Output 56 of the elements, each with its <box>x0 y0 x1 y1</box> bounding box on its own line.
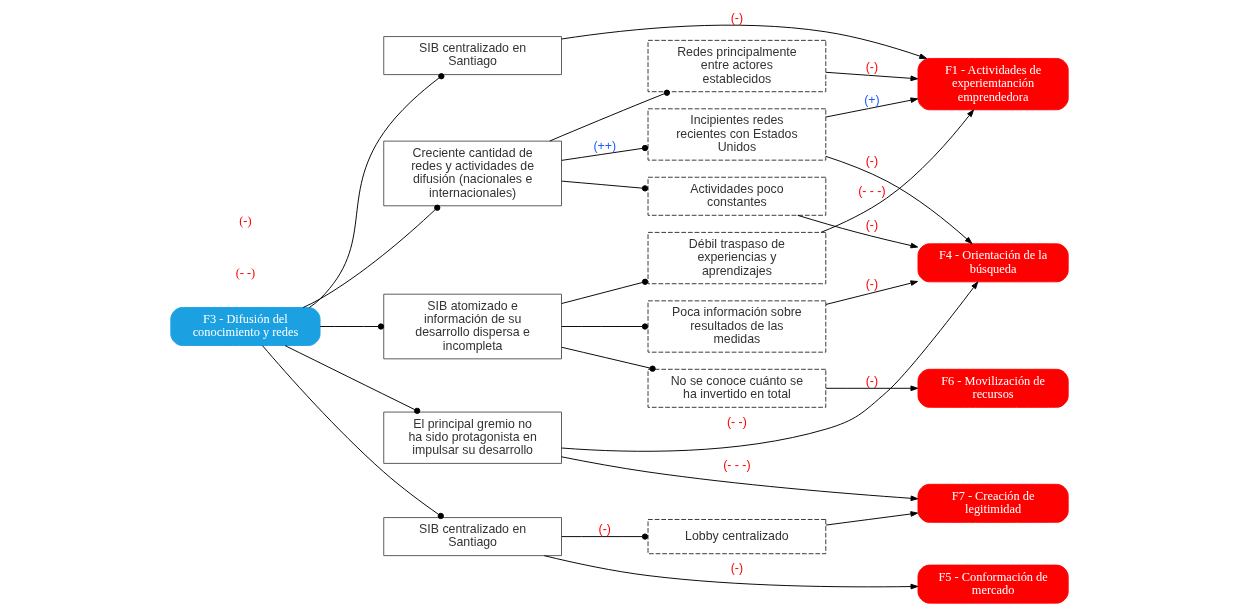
connector <box>308 73 444 308</box>
arrow <box>560 281 978 452</box>
label: (-) <box>238 214 252 229</box>
node-box: Redes principalmente entre actores establecidos <box>647 39 826 93</box>
arrow <box>825 155 972 244</box>
edge-label: (- -) <box>726 414 747 429</box>
connector <box>560 144 648 161</box>
node-box: SIB centralizado en Santiago <box>382 36 562 76</box>
node-box: Lobby centralizado <box>647 519 826 555</box>
arrow <box>825 280 918 305</box>
edge-label: (-) <box>865 154 878 169</box>
arrow <box>825 97 918 118</box>
arrow <box>820 109 974 233</box>
edge-label: (-) <box>865 373 878 388</box>
node-box: SIB atomizado e información de su desarrollo dispersa e incompleta <box>382 293 562 360</box>
node-box: Poca información sobre resultados de las medidas <box>647 300 826 353</box>
edge-label: (-) <box>865 276 878 291</box>
node-box: F7 - Creación de legitimidad <box>917 483 1069 523</box>
arrow <box>825 71 918 82</box>
connector <box>284 345 420 414</box>
arrow <box>825 385 918 392</box>
connector <box>560 323 648 330</box>
edge-label: (-) <box>730 10 743 25</box>
node-box: No se conoce cuánto se ha invertido en total <box>647 368 826 408</box>
node-box: F5 - Conformación de mercado <box>917 564 1069 604</box>
node-box: F4 - Orientación de la búsqueda <box>917 243 1069 283</box>
connector <box>560 533 648 540</box>
node-box: Actividades poco constantes <box>647 176 826 216</box>
edge-label: (-) <box>730 561 743 576</box>
connector <box>560 180 648 192</box>
edge-label: (-) <box>865 60 878 75</box>
label: (- -) <box>235 265 255 280</box>
edge-label: (- - -) <box>722 457 751 472</box>
edge-label: (-) <box>865 217 878 232</box>
connector <box>261 345 444 520</box>
node-box: Incipientes redes recientes con Estados Unidos <box>647 108 826 161</box>
edge-label: (-) <box>598 522 611 537</box>
arrow <box>560 456 918 502</box>
connector <box>319 323 384 330</box>
node-box: Débil traspaso de experiencias y aprendizajes <box>647 231 826 285</box>
node-box: SIB centralizado en Santiago <box>382 517 562 557</box>
node-box: El principal gremio no ha sido protagonista en impulsar su desarrollo <box>382 411 562 464</box>
node-box: F6 - Movilización de recursos <box>917 368 1069 408</box>
edge-label: (++) <box>592 139 616 154</box>
edge-label: (- - -) <box>857 183 886 198</box>
connector <box>548 89 670 142</box>
edge-label: (+) <box>863 92 880 107</box>
node-box: F1 - Actividades de experiemtanción emprendedora <box>917 57 1069 111</box>
arrow <box>825 511 918 526</box>
arrow <box>543 555 918 590</box>
connector <box>560 346 656 372</box>
node-box: Creciente cantidad de redes y actividades de difusión (nacionales e internacionales) <box>382 140 562 207</box>
connector <box>302 204 440 308</box>
node-box: F3 - Difusión del conocimiento y redes <box>169 307 321 346</box>
connector <box>560 278 648 304</box>
arrow <box>560 24 927 59</box>
